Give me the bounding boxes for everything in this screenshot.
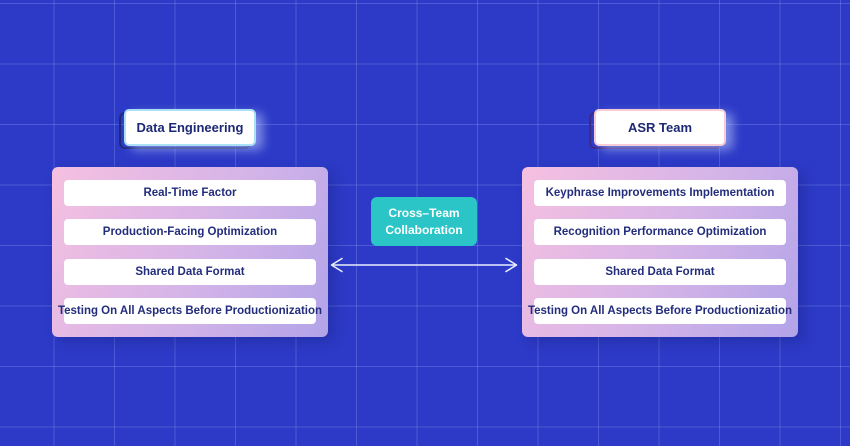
- collaboration-node: Cross–Team Collaboration: [371, 197, 477, 246]
- collaboration-label-line2: Collaboration: [385, 222, 463, 237]
- list-item: Production-Facing Optimization: [64, 219, 316, 246]
- list-item: Testing On All Aspects Before Production…: [528, 297, 792, 324]
- left-team-panel: Real-Time Factor Production-Facing Optim…: [52, 167, 328, 337]
- collaboration-label-line1: Cross–Team: [388, 206, 460, 221]
- right-team-panel: Keyphrase Improvements Implementation Re…: [522, 167, 798, 337]
- right-title-box-face: ASR Team: [594, 109, 726, 146]
- list-item: Keyphrase Improvements Implementation: [534, 180, 786, 206]
- bidirectional-arrow-icon: [330, 257, 518, 273]
- left-team-title-box: Data Engineering: [119, 109, 256, 149]
- list-item: Real-Time Factor: [64, 180, 316, 206]
- right-team-title: ASR Team: [627, 120, 693, 135]
- left-title-box-face: Data Engineering: [124, 109, 256, 146]
- list-item: Testing On All Aspects Before Production…: [58, 297, 322, 324]
- list-item: Shared Data Format: [534, 258, 786, 285]
- list-item: Shared Data Format: [64, 258, 316, 285]
- list-item: Recognition Performance Optimization: [534, 219, 786, 246]
- left-team-title: Data Engineering: [136, 120, 244, 135]
- right-team-title-box: ASR Team: [589, 109, 726, 149]
